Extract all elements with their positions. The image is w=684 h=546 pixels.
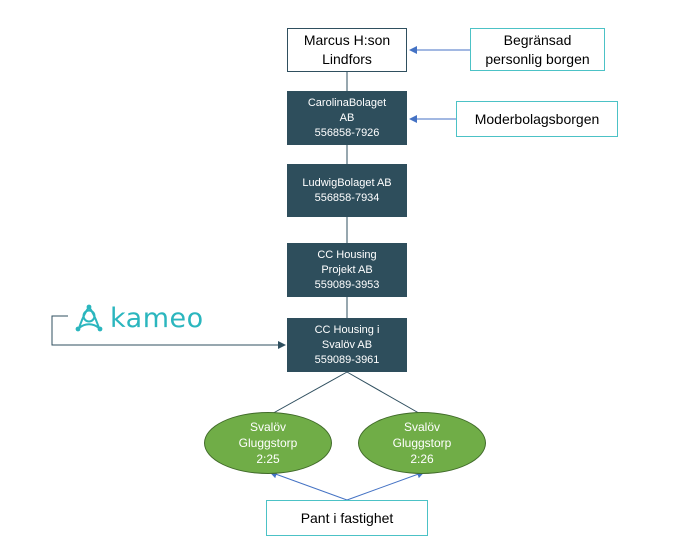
carolina-orgnr: 556858-7926 xyxy=(314,126,380,139)
pledge-label: Pant i fastighet xyxy=(300,509,394,526)
property-1-line3: 2:25 xyxy=(256,452,280,466)
personal-guarantee-line1: Begränsad xyxy=(503,31,572,48)
parent-guarantee-note: Moderbolagsborgen xyxy=(456,101,618,137)
owner-name-line1: Marcus H:son xyxy=(303,32,391,48)
property-oval-2: Svalöv Gluggstorp 2:26 xyxy=(358,412,486,474)
property-1-line1: Svalöv xyxy=(249,420,287,434)
personal-guarantee-line2: personlig borgen xyxy=(485,50,590,67)
link-ccsvalov-property-1 xyxy=(267,371,348,417)
ccsvalov-orgnr: 559089-3961 xyxy=(314,353,380,366)
kameo-logo-text: kameo xyxy=(110,302,204,334)
owner-name-line2: Lindfors xyxy=(322,51,372,67)
ludwig-name: LudwigBolaget AB xyxy=(302,176,392,189)
kameo-knot-icon xyxy=(75,304,103,332)
owner-box: Marcus H:son Lindfors xyxy=(287,28,407,72)
ludwig-box: LudwigBolaget AB 556858-7934 xyxy=(287,164,407,217)
ccprojekt-line1: CC Housing xyxy=(317,248,377,261)
ccsvalov-line2: Svalöv AB xyxy=(321,338,373,351)
pledge-note: Pant i fastighet xyxy=(266,500,428,536)
kameo-logo: kameo xyxy=(74,298,204,338)
property-2-line2: Gluggstorp xyxy=(392,436,452,450)
carolina-box: CarolinaBolaget AB 556858-7926 xyxy=(287,91,407,145)
ccprojekt-line2: Projekt AB xyxy=(321,263,373,276)
link-ccsvalov-property-2 xyxy=(346,371,425,417)
ccsvalov-box: CC Housing i Svalöv AB 559089-3961 xyxy=(287,318,407,372)
property-2-line3: 2:26 xyxy=(410,452,434,466)
personal-guarantee-note: Begränsad personlig borgen xyxy=(470,28,605,71)
property-1-line2: Gluggstorp xyxy=(238,436,298,450)
arrow-pledge-property-2 xyxy=(346,470,425,501)
arrow-kameo-lender xyxy=(51,315,286,349)
property-2-line1: Svalöv xyxy=(403,420,441,434)
arrow-pledge-property-1 xyxy=(269,470,348,501)
ludwig-orgnr: 556858-7934 xyxy=(314,191,380,204)
ccprojekt-box: CC Housing Projekt AB 559089-3953 xyxy=(287,243,407,297)
ccsvalov-line1: CC Housing i xyxy=(314,323,380,336)
carolina-name: CarolinaBolaget xyxy=(307,96,387,109)
carolina-suffix: AB xyxy=(339,111,355,124)
parent-guarantee-label: Moderbolagsborgen xyxy=(474,110,600,127)
ccprojekt-orgnr: 559089-3953 xyxy=(314,278,380,291)
property-oval-1: Svalöv Gluggstorp 2:25 xyxy=(204,412,332,474)
